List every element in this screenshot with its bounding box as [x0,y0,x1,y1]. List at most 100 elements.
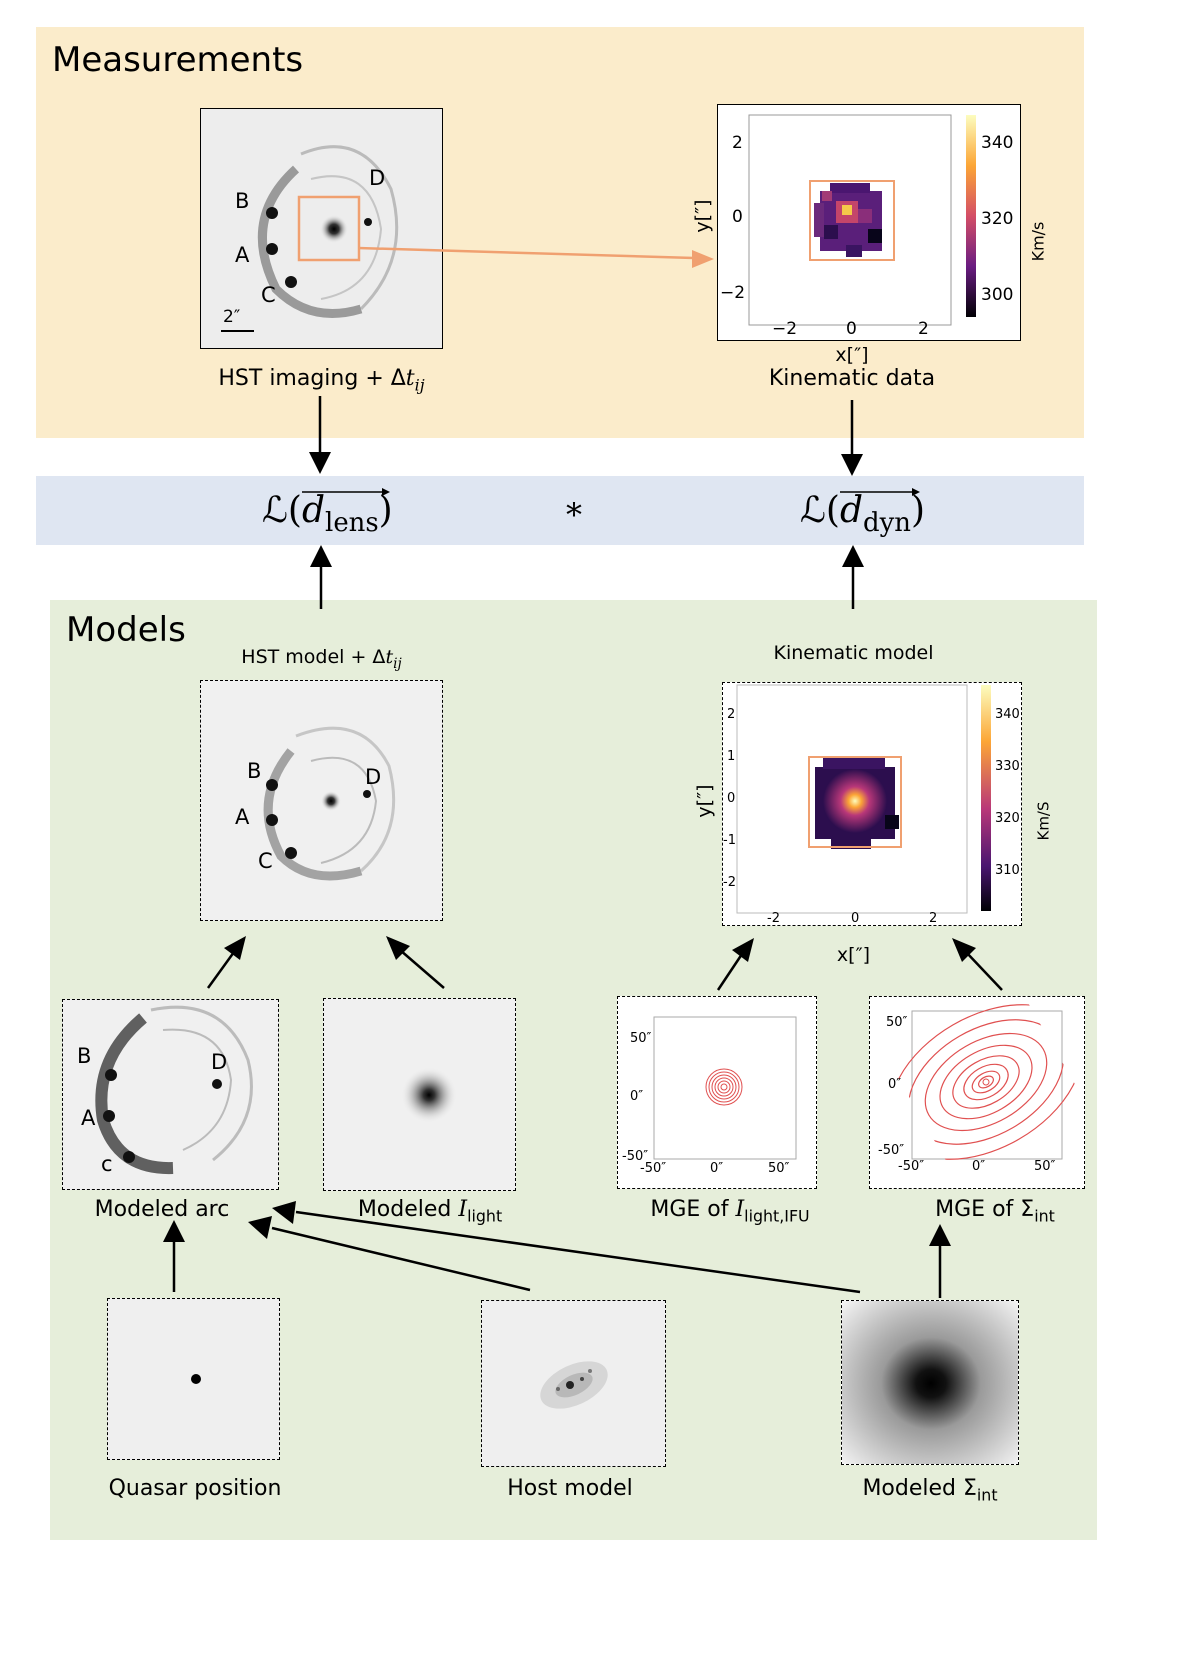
kin-model-ytick-0: 0 [727,791,736,806]
likelihood-lens: ℒ(dlens) [262,488,393,539]
kin-model-x-label: x[″] [836,944,871,966]
kin-data-unit: Km/s [1028,221,1048,262]
hst-scale-bar-label: 2″ [223,307,241,327]
hst-imaging-image [221,145,399,332]
arrow-hstmodel-to-lens [310,545,332,609]
kin-data-x-label: x[″] [835,344,869,366]
mge-light-panel: 50″ 0″ -50″ -50″ 0″ 50″ [617,996,817,1189]
hst-model-label-c: C [258,849,273,873]
kin-model-y-label: y[″] [693,784,716,818]
mge-light-ytick-50: 50″ [630,1031,652,1046]
modeled-light-image [401,1067,457,1123]
mge-sigma-xtick-neg50: -50″ [898,1159,925,1174]
kin-model-cbar-340: 340 [995,707,1020,722]
arrows-into-kin-model [716,938,1003,991]
kin-model-cbar-320: 320 [995,811,1020,826]
modeled-sigma-image [842,1301,1018,1464]
arrow-sigma-to-mge [929,1224,951,1298]
modeled-light-caption: Modeled Ilight [357,1197,503,1226]
mge-sigma-contours [889,1004,1083,1160]
kin-data-xtick-neg2: −2 [772,319,798,339]
kinematic-data-panel: 2 0 −2 −2 0 2 340 320 300 [717,104,1021,341]
kinematic-data-map [748,114,976,326]
arc-label-c: c [101,1152,113,1176]
kin-model-ytick-neg2: -2 [723,875,736,890]
kin-data-cbar-340: 340 [981,133,1014,153]
kin-model-xtick-2: 2 [929,911,938,926]
kinematic-model-caption: Kinematic model [773,642,934,664]
arc-label-d: D [211,1050,228,1074]
host-model-image [540,1361,608,1409]
kin-data-xtick-2: 2 [918,319,929,339]
kin-model-ytick-1: 1 [727,749,736,764]
mge-light-caption: MGE of Ilight,IFU [650,1197,810,1226]
hst-model-label-b: B [247,759,262,783]
quasar-position-image [191,1374,201,1384]
modeled-sigma-caption: Modeled Σint [862,1476,998,1505]
kin-model-cbar-310: 310 [995,863,1020,878]
hst-model-caption: HST model + Δtij [241,646,402,672]
hst-model-image [263,726,396,881]
hst-imaging-panel: B A C D 2″ [200,108,443,349]
arrow-hst-to-lens [309,396,331,474]
kinematic-data-caption: Kinematic data [768,366,936,391]
mge-sigma-ytick-50: 50″ [886,1015,908,1030]
kin-model-xtick-0: 0 [851,911,860,926]
hst-label-a: A [235,243,250,267]
hst-label-b: B [235,189,250,213]
kin-data-y-label: y[″] [691,199,714,233]
host-model-caption: Host model [507,1476,633,1501]
modeled-light-panel [323,998,516,1191]
arrows-into-modeled-arc [163,1201,861,1294]
hst-model-label-a: A [235,805,250,829]
mge-sigma-xtick-0: 0″ [972,1159,986,1174]
arc-label-b: B [77,1044,92,1068]
models-title: Models [66,610,186,650]
mge-light-ytick-0: 0″ [630,1089,644,1104]
velocity-map-pixels [814,183,882,257]
kin-data-cbar-320: 320 [981,209,1014,229]
hst-imaging-caption: HST imaging + Δtij [218,366,425,395]
host-model-panel [481,1300,666,1467]
kin-data-ytick-neg2: −2 [720,283,746,303]
mge-light-xtick-neg50: -50″ [640,1161,667,1176]
kin-data-ytick-0: 0 [732,207,743,227]
mge-sigma-ytick-neg50: -50″ [878,1143,905,1158]
kin-model-unit: Km/S [1034,801,1053,841]
modeled-arc-image [95,1005,253,1175]
measurements-title: Measurements [52,40,304,80]
quasar-position-caption: Quasar position [108,1476,282,1501]
modeled-arc-caption: Modeled arc [94,1197,230,1222]
mge-light-contours [653,1016,797,1160]
kin-model-ytick-neg1: -1 [723,833,736,848]
arrow-kinmodel-to-dyn [842,545,864,609]
kinematic-model-map [736,684,991,914]
mge-light-xtick-0: 0″ [710,1161,724,1176]
kinematic-model-panel: 2 1 0 -1 -2 -2 0 2 340 330 320 310 [722,682,1022,926]
kin-model-xtick-neg2: -2 [767,911,780,926]
zoom-arrow [358,246,714,268]
arrow-kin-to-dyn [841,400,863,476]
arrows-into-hst-model [206,936,445,989]
mge-sigma-xtick-50: 50″ [1034,1159,1056,1174]
hst-model-label-d: D [365,765,382,789]
model-velocity-pixels [815,757,899,849]
kin-model-cbar-330: 330 [995,759,1020,774]
mge-sigma-panel: 50″ 0″ -50″ -50″ 0″ 50″ [869,996,1085,1189]
likelihood-dyn: ℒ(ddyn) [800,488,925,539]
hst-label-c: C [261,283,276,307]
mge-sigma-caption: MGE of Σint [935,1197,1055,1226]
quasar-position-panel [107,1298,280,1460]
modeled-sigma-panel [841,1300,1019,1465]
likelihood-operator: * [566,496,582,534]
likelihood-band [36,476,1084,545]
kin-model-ytick-2: 2 [727,707,736,722]
hst-model-panel: B A C D [200,680,443,921]
kin-data-ytick-2: 2 [732,133,743,153]
mge-light-xtick-50: 50″ [768,1161,790,1176]
mge-sigma-ytick-0: 0″ [888,1077,902,1092]
arc-label-a: A [81,1106,96,1130]
mge-light-ytick-neg50: -50″ [622,1149,649,1164]
kin-data-cbar-300: 300 [981,285,1014,305]
modeled-arc-panel: B A c D [62,999,279,1190]
